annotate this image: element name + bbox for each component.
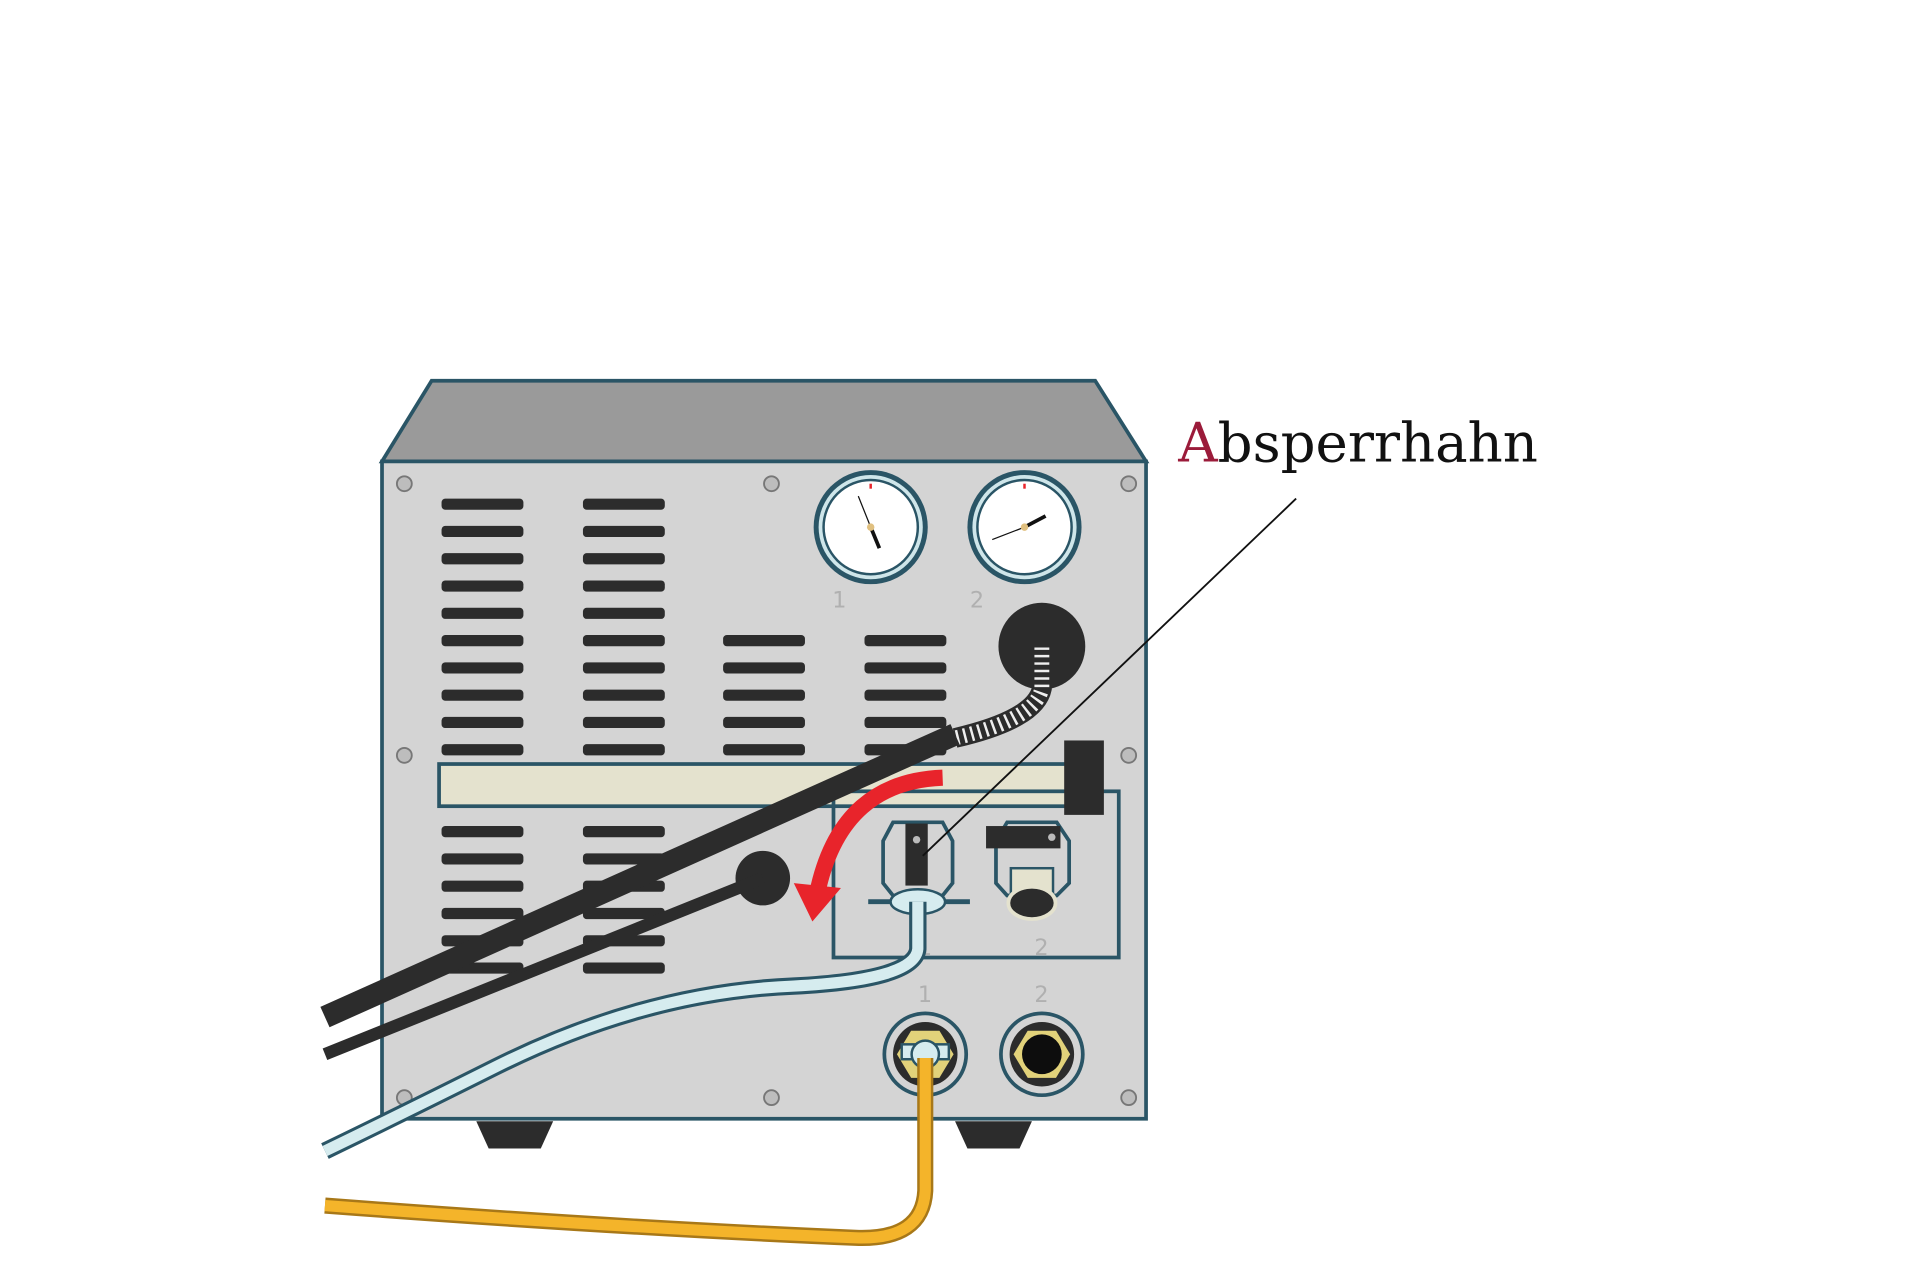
vent-slot [441,580,524,592]
vent-slot [582,689,665,701]
vent-slot [441,826,524,838]
vent-slot [723,716,805,729]
vent-slot [723,662,805,674]
vent-slot [441,525,524,538]
rotation-arrow-icon [793,769,944,922]
vent-slot [582,498,665,510]
vent-slot [864,662,947,674]
screw-icon [1120,1089,1138,1107]
gauge-1 [813,470,928,585]
inner-valve-box [831,789,1121,960]
vent-slot [582,744,665,756]
vent-slot [582,525,665,538]
shutoff-valve-2[interactable] [986,820,1072,921]
shutoff-valve-1[interactable] [868,820,970,916]
screw-icon [763,475,780,493]
vent-slot [582,907,665,920]
gauge-2-label: 2 [970,588,984,614]
callout-first-letter: A [1177,410,1218,474]
vent-slot [723,689,805,701]
screw-icon [1120,475,1138,493]
screw-icon [395,746,413,764]
gas-socket-2 [999,1011,1085,1098]
callout-leader-line [922,497,1297,857]
gauge-1-label: 1 [832,588,846,614]
vent-slot [582,580,665,592]
vent-slot [582,553,665,565]
bar-handle [1064,740,1104,815]
vent-slot [441,662,524,674]
callout-rest: bsperrhahn [1218,410,1538,474]
gauge-2 [967,470,1082,585]
vent-slot [582,635,665,647]
foot-left [476,1121,554,1149]
vent-slot [723,744,805,756]
screws [395,475,1138,1107]
screw-icon [763,1089,780,1107]
screw-icon [395,475,413,493]
socket-2-label: 2 [1034,982,1048,1008]
vent-slot [864,689,947,701]
vent-slot [441,853,524,865]
hose-outlet [998,602,1086,690]
screw-icon [1120,746,1138,764]
vent-slot [864,635,947,647]
black-cable-thin [322,872,766,1061]
socket-1-label: 1 [918,982,932,1008]
vent-slot [441,689,524,701]
vent-slot [582,826,665,838]
vent-slot [441,880,524,892]
vent-slots [441,498,947,974]
vent-slot [582,662,665,674]
vent-slot [582,607,665,619]
vent-slot [582,962,665,974]
vent-slot [441,716,524,729]
vent-slot [864,716,947,729]
black-cable-thick [320,724,960,1028]
vent-slot [441,607,524,619]
callout-label: Absperrhahn [1177,410,1538,474]
vent-slot [441,498,524,510]
vent-slot [441,553,524,565]
gas-socket-1 [882,1011,969,1098]
vent-slot [441,744,524,756]
foot-right [955,1121,1032,1149]
vent-slot [582,716,665,729]
valve-2-label: 2 [1034,935,1048,961]
cream-bar [437,762,1079,809]
vent-slot [723,635,805,647]
vent-slot [441,907,524,920]
vent-slot [441,635,524,647]
housing-top [378,378,1150,464]
